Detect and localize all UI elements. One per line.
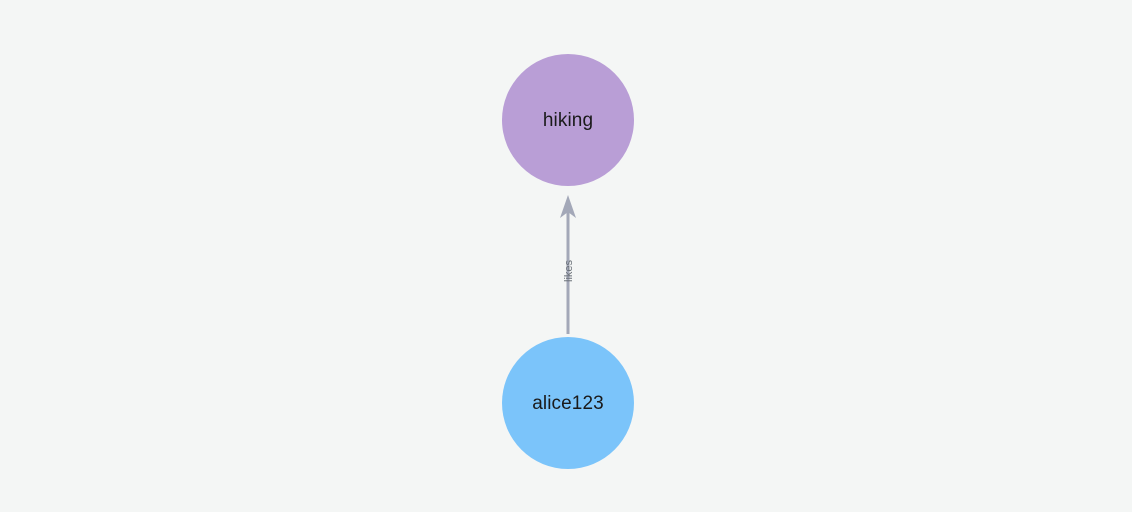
- graph-node-alice123[interactable]: alice123: [502, 337, 634, 469]
- edge-label-likes-text: likes: [563, 259, 575, 282]
- edge-arrowhead-icon: [560, 195, 576, 218]
- graph-node-hiking-label: hiking: [542, 109, 594, 131]
- edge-label-likes: likes: [552, 248, 575, 282]
- graph-node-hiking[interactable]: hiking: [502, 54, 634, 186]
- graph-node-alice123-label: alice123: [532, 392, 604, 414]
